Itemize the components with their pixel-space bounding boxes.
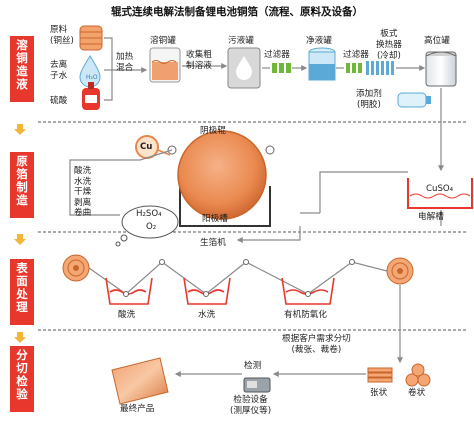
bath-antioxidation-label: 有机防氧化 [284, 310, 327, 320]
bath-acid-label: 酸洗 [118, 310, 136, 320]
guide-rollers [123, 259, 355, 297]
additive-label: 添加剂(明胶) [356, 89, 382, 110]
page-title: 辊式连续电解法制备锂电池铜箔（流程、原料及设备） [111, 6, 363, 18]
left-foil-roll [62, 254, 90, 282]
stage-label-2: 原箔制造 [10, 152, 34, 218]
raw-copper-label: 原料(铜丝) [50, 25, 74, 46]
clean-tank-label: 净液罐 [306, 36, 332, 46]
inspection-device-label: 检验设备(测厚仪等) [230, 395, 272, 416]
stage-down-arrows [14, 124, 26, 343]
input-bracket [104, 37, 148, 101]
inspect-label: 检测 [244, 361, 262, 371]
cut-by-need-label: 根据客户需求分切(裁张、裁卷) [282, 334, 351, 355]
clean-tank-icon [308, 47, 336, 81]
final-product-icon [111, 357, 169, 405]
stage-label-3: 表面处理 [10, 259, 34, 325]
anode-tank-label: 阳极槽 [202, 214, 228, 224]
foil-path-left [69, 149, 173, 216]
treatment-baths [105, 277, 335, 305]
final-product-label: 最终产品 [120, 404, 155, 414]
sulfuric-acid-label: 硫酸 [50, 96, 68, 106]
sheet-stack-icon [367, 367, 393, 383]
electrolyte-loop [319, 171, 408, 213]
tank-to-machine-pipe [236, 226, 301, 243]
electrolytic-tank-icon [407, 178, 473, 209]
cu-label: Cu [140, 142, 153, 152]
electrolytic-tank-label: 电解槽 [418, 212, 444, 222]
roll-label: 卷状 [408, 388, 426, 398]
dissolve-tank-label: 溶铜罐 [150, 36, 176, 46]
dirty-tank-icon [227, 47, 261, 89]
cuso4-label: CuSO₄ [426, 184, 454, 194]
acid-bottle-icon [82, 82, 100, 110]
dirty-tank-label: 污液罐 [228, 36, 254, 46]
stage-label-1: 溶铜造液 [10, 36, 34, 102]
stage-label-4-text: 分切检验 [16, 348, 28, 401]
filter2-label: 过滤器 [343, 50, 369, 60]
inspection-device-icon [243, 377, 271, 393]
h2so4-label: H₂SO₄ [136, 209, 162, 219]
stage-label-1-text: 溶铜造液 [16, 38, 28, 91]
collect-solution-label: 收集粗制溶液 [186, 50, 212, 71]
foil-steps-label: 酸洗水洗干燥剥离卷曲 [74, 166, 92, 218]
heat-mix-label: 加热混合 [116, 52, 134, 73]
cathode-roller-label: 阴极辊 [200, 126, 226, 136]
heat-exchanger-label: 板式换热器(冷却) [376, 29, 402, 61]
stage-label-2-text: 原箔制造 [16, 154, 28, 207]
svg-text:H₂O: H₂O [86, 74, 98, 81]
stage-label-3-text: 表面处理 [16, 261, 28, 314]
anode-tank-icon [179, 186, 271, 227]
filter2-icon [346, 63, 362, 73]
high-tank-icon [425, 51, 457, 87]
rolls-icon [405, 363, 431, 387]
high-tank-label: 高位罐 [424, 36, 450, 46]
deionized-water-label: 去离子水 [50, 60, 68, 81]
o2-label: O₂ [146, 222, 157, 232]
cathode-roller-drum [177, 130, 267, 220]
dissolve-tank-icon [149, 47, 181, 83]
acid-gas-cloud-icon [115, 205, 179, 247]
sheet-label: 张状 [370, 388, 388, 398]
right-foil-roll [386, 257, 414, 285]
heat-exchanger-icon [366, 61, 394, 75]
bath-water-label: 水洗 [198, 310, 216, 320]
stage-label-4: 分切检验 [10, 346, 34, 412]
foil-machine-label: 生箔机 [200, 238, 226, 248]
filter1-icon [272, 63, 291, 73]
additive-bottle-icon [397, 92, 431, 108]
foil-through-baths [88, 261, 388, 295]
copper-wire-icon [79, 25, 103, 51]
filter1-label: 过滤器 [264, 50, 290, 60]
stage-separators [38, 121, 468, 331]
